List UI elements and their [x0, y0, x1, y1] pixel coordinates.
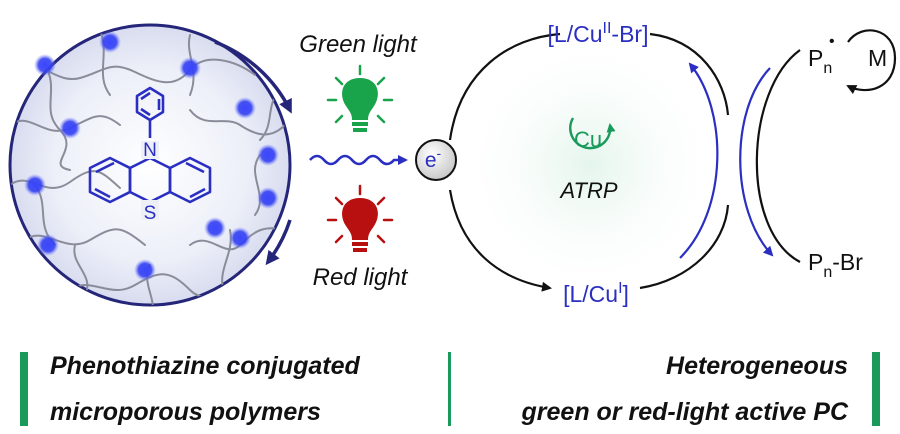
cu-cycle-icon: [569, 117, 616, 150]
green-light-label: Green light: [299, 31, 418, 58]
red-light-label: Red light: [313, 264, 409, 291]
reduction-arc: [448, 189, 552, 292]
phenothiazine-structure: [88, 86, 212, 204]
pc-site: [34, 54, 56, 76]
nitrogen-label: N: [143, 140, 157, 161]
dormant-chain-label: Pn-Br: [808, 249, 863, 281]
pc-site: [204, 217, 226, 239]
electron-label: e-: [425, 145, 442, 172]
pc-site: [99, 31, 121, 53]
pc-site: [229, 227, 251, 249]
pc-site: [59, 117, 81, 139]
propagation-arrow: [846, 29, 897, 95]
caption-right-line2: green or red-light active PC: [521, 398, 848, 426]
rotation-arrow-top: [214, 40, 292, 114]
pc-site: [179, 57, 201, 79]
caption-left-line2: microporous polymers: [50, 398, 321, 426]
left-accent-bar: [20, 352, 28, 426]
electron-circle: [415, 139, 457, 181]
cycle-glow: [455, 30, 725, 300]
deactivation-arrow-blue: [739, 67, 774, 257]
center-divider: [448, 352, 451, 426]
cycle-arc-top-right: [649, 32, 730, 116]
cu2-complex-label: [L/CuII-Br]: [548, 20, 649, 47]
right-accent-bar: [872, 352, 880, 426]
cu1-complex-label: [L/CuI]: [563, 280, 629, 307]
cycle-arc-bottom-right: [639, 204, 730, 290]
cu-center-label: Cu: [574, 127, 602, 152]
atrp-label: ATRP: [558, 178, 617, 203]
light-wave-arrow: [309, 154, 408, 166]
polymer-sphere: N S: [8, 23, 292, 307]
pc-site: [37, 234, 59, 256]
green-bulb-icon: [326, 64, 394, 132]
monomer-label: M: [868, 45, 887, 71]
rotation-arrow-bottom: [265, 219, 292, 266]
radical-dot: •: [829, 33, 835, 50]
pc-site: [257, 144, 279, 166]
sulfur-label: S: [144, 203, 157, 224]
pc-site: [257, 187, 279, 209]
red-bulb-icon: [326, 184, 394, 252]
pc-site: [24, 174, 46, 196]
oxidation-arc: [448, 32, 561, 141]
caption-right-line1: Heterogeneous: [666, 352, 848, 380]
pn-radical-label: Pn: [808, 45, 832, 77]
phenothiazine-sites: [24, 31, 279, 281]
deactivation-arrow-black: [755, 49, 801, 263]
pc-site: [234, 97, 256, 119]
caption-left-line1: Phenothiazine conjugated: [50, 352, 360, 380]
pc-site: [134, 259, 156, 281]
activation-arrow: [679, 62, 719, 259]
